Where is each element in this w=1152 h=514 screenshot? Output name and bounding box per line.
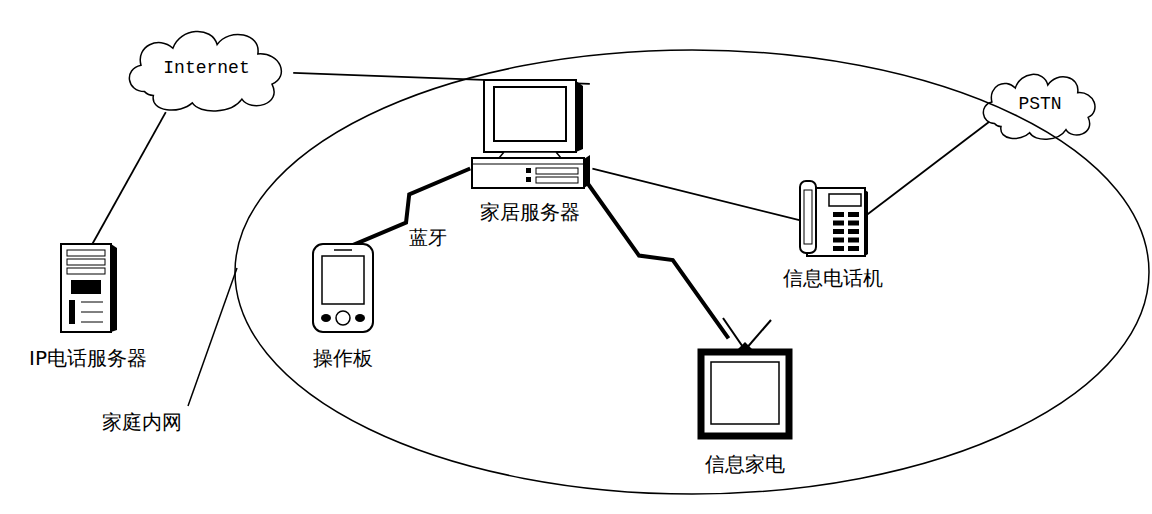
tower-part xyxy=(67,259,105,265)
control-panel: 操作板 xyxy=(300,242,385,370)
node-label: 操作板 xyxy=(313,346,373,370)
tower-part xyxy=(61,244,111,332)
phone-part xyxy=(848,238,859,243)
node-label: 信息电话机 xyxy=(783,266,883,290)
pda-part xyxy=(334,249,352,251)
tower-part xyxy=(69,300,75,324)
phone-part xyxy=(833,238,844,243)
phone-part xyxy=(804,190,812,244)
node-label: IP电话服务器 xyxy=(29,346,147,370)
phone-part xyxy=(800,181,816,253)
internet-cloud: Internet xyxy=(118,20,295,118)
tower-part xyxy=(67,268,105,274)
server-part xyxy=(472,164,584,165)
server-part xyxy=(526,177,531,182)
phone-part xyxy=(848,246,859,251)
pda-icon xyxy=(310,242,376,336)
tower-icon xyxy=(57,242,119,334)
node-label: 家居服务器 xyxy=(480,200,580,224)
node-label: PSTN xyxy=(1018,94,1061,116)
wired-link xyxy=(867,118,995,215)
wired-link xyxy=(592,169,805,222)
phone-part xyxy=(833,246,844,251)
server-part xyxy=(484,80,576,152)
tv-part xyxy=(745,320,771,350)
node-label: Internet xyxy=(163,58,249,80)
pda-part xyxy=(336,311,350,325)
cloud-shape xyxy=(129,31,281,111)
cloud-shape xyxy=(983,74,1095,139)
tv-icon xyxy=(695,316,795,442)
pda-part xyxy=(322,256,364,304)
phone-part xyxy=(829,194,861,206)
tower-part xyxy=(81,322,103,323)
pda-part xyxy=(313,244,373,332)
tower-part xyxy=(67,250,105,256)
server-part xyxy=(526,168,531,173)
phone-part xyxy=(848,229,859,234)
phone-part xyxy=(833,229,844,234)
tower-part xyxy=(111,244,117,332)
server-icon xyxy=(468,78,592,192)
server-part xyxy=(536,177,578,183)
edge-label: 蓝牙 xyxy=(407,225,449,251)
server-part xyxy=(576,81,583,152)
phone-part xyxy=(865,190,868,256)
region-outline xyxy=(80,40,1152,500)
tv-part xyxy=(711,362,779,424)
ip-phone-server: IP电话服务器 xyxy=(20,242,156,370)
tower-part xyxy=(81,312,103,313)
tower-part xyxy=(81,302,103,303)
info-telephone: 信息电话机 xyxy=(773,178,893,290)
leader-line xyxy=(188,268,237,406)
node-label: 家庭内网 xyxy=(102,410,182,434)
home-network-region: 家庭内网 家居服务器操作板 信息电话机信息家电 xyxy=(80,40,1152,500)
server-part xyxy=(584,155,590,188)
region-ellipse xyxy=(235,50,1149,494)
wired-link xyxy=(92,112,166,244)
server-part xyxy=(536,168,578,174)
server-part xyxy=(472,158,584,188)
pda-part xyxy=(321,314,331,322)
phone-part xyxy=(848,221,859,226)
phone-part xyxy=(833,221,844,226)
info-appliance: 信息家电 xyxy=(690,316,800,476)
phone-part xyxy=(833,212,844,217)
tower-part xyxy=(71,280,101,294)
phone-icon xyxy=(797,178,869,258)
home-server: 家居服务器 xyxy=(465,78,595,224)
phone-part xyxy=(848,212,859,217)
node-label: 信息家电 xyxy=(705,452,785,476)
tv-part xyxy=(723,318,745,350)
tv-part xyxy=(701,352,789,436)
pda-part xyxy=(355,314,365,322)
server-part xyxy=(494,87,566,141)
wireless-link xyxy=(583,177,728,338)
